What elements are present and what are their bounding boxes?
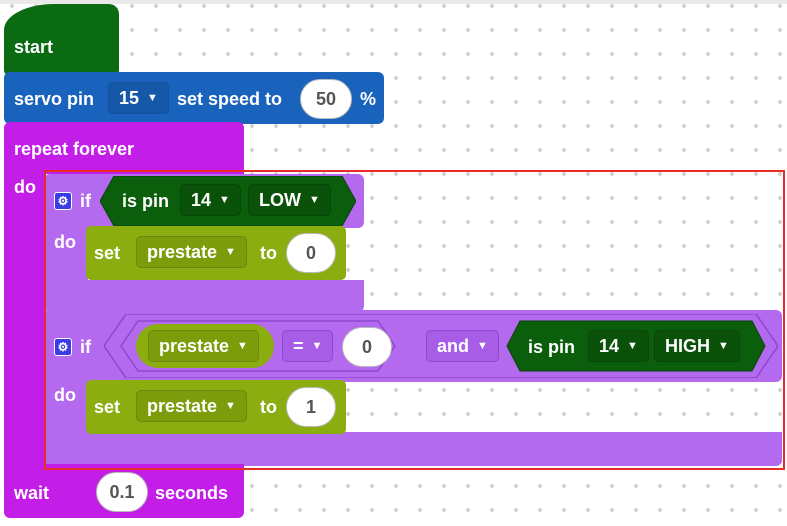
chevron-down-icon: ▼ <box>718 339 729 352</box>
if2-level-dropdown[interactable]: HIGH ▼ <box>654 330 740 362</box>
wait-seconds-input[interactable]: 0.1 <box>96 472 148 512</box>
speed-input[interactable]: 50 <box>300 79 352 119</box>
if2-do-label: do <box>54 385 76 405</box>
if1-pin-dropdown[interactable]: 14 ▼ <box>180 184 241 216</box>
if1-to-label: to <box>260 243 277 263</box>
repeat-forever-arm: do <box>4 172 44 472</box>
if2-set-variable-block[interactable]: set prestate ▼ to 1 <box>86 380 346 434</box>
if1-level-value: LOW <box>259 190 301 210</box>
chevron-down-icon: ▼ <box>311 339 323 352</box>
if1-arm <box>44 226 88 286</box>
seconds-label: seconds <box>155 483 229 503</box>
servo-pin-value: 15 <box>119 88 140 108</box>
chevron-down-icon: ▼ <box>627 339 638 352</box>
if1-value-input[interactable]: 0 <box>286 233 336 273</box>
if2-to-label: to <box>260 397 277 417</box>
if2-if-label: if <box>80 337 91 357</box>
servo-pin-dropdown[interactable]: 15 ▼ <box>108 82 169 114</box>
chevron-down-icon: ▼ <box>237 339 248 352</box>
if2-footer <box>44 432 782 466</box>
if1-footer <box>44 280 364 312</box>
wait-block[interactable]: wait 0.1 seconds <box>4 464 244 518</box>
set-speed-label: set speed to <box>177 89 283 109</box>
if1-do-label: do <box>54 232 76 252</box>
chevron-down-icon: ▼ <box>225 399 236 412</box>
wait-label: wait <box>14 483 50 503</box>
if1-level-dropdown[interactable]: LOW ▼ <box>248 184 331 216</box>
if1-set-label: set <box>94 243 121 263</box>
repeat-do-label: do <box>14 177 36 197</box>
if2-operator-dropdown[interactable]: =▼ <box>282 330 334 362</box>
if1-variable-value: prestate <box>147 242 218 262</box>
if2-logic-value: and <box>437 336 470 356</box>
percent-label: % <box>360 89 377 109</box>
if-block-1[interactable]: ⚙ if do is pin 14 ▼ LOW ▼ set prestate ▼ to… <box>44 174 364 312</box>
if2-arm <box>44 380 88 436</box>
if2-operator-value: = <box>293 336 304 356</box>
if1-set-variable-block[interactable]: set prestate ▼ to 0 <box>86 226 346 280</box>
servo-speed-block[interactable]: servo pin 15 ▼ set speed to 50 % <box>4 72 384 124</box>
servo-pin-label: servo pin <box>14 89 95 109</box>
chevron-down-icon: ▼ <box>309 193 320 206</box>
start-label: start <box>14 37 54 57</box>
gear-icon[interactable]: ⚙ <box>54 192 72 210</box>
if2-logic-dropdown[interactable]: and ▼ <box>426 330 499 362</box>
if2-pin-value: 14 <box>599 336 620 356</box>
if2-compare-value-input[interactable]: 0 <box>342 327 392 367</box>
if1-if-label: if <box>80 191 91 211</box>
top-bar <box>0 0 787 4</box>
chevron-down-icon: ▼ <box>477 339 488 352</box>
if2-is-pin-label: is pin <box>528 337 576 357</box>
if-block-2[interactable]: ⚙ if do prestate▼ =▼ 0 and▼ is pin 14▼ H… <box>44 310 782 466</box>
if2-variable-value: prestate <box>159 336 230 356</box>
if1-pin-value: 14 <box>191 190 212 210</box>
if2-set-variable-dropdown[interactable]: prestate ▼ <box>136 390 247 422</box>
chevron-down-icon: ▼ <box>225 245 236 258</box>
if2-level-value: HIGH <box>665 336 710 356</box>
repeat-forever-label: repeat forever <box>14 139 135 159</box>
if1-variable-dropdown[interactable]: prestate ▼ <box>136 236 247 268</box>
chevron-down-icon: ▼ <box>147 91 158 104</box>
gear-icon[interactable]: ⚙ <box>54 338 72 356</box>
if2-set-variable-value: prestate <box>147 396 218 416</box>
if2-set-label: set <box>94 397 121 417</box>
repeat-forever-block[interactable]: repeat forever <box>4 122 244 174</box>
if2-variable-dropdown[interactable]: prestate ▼ <box>148 330 259 362</box>
if2-value-input[interactable]: 1 <box>286 387 336 427</box>
start-block[interactable]: start <box>4 4 119 76</box>
if1-is-pin-label: is pin <box>122 191 170 211</box>
chevron-down-icon: ▼ <box>219 193 230 206</box>
if2-pin-dropdown[interactable]: 14 ▼ <box>588 330 649 362</box>
